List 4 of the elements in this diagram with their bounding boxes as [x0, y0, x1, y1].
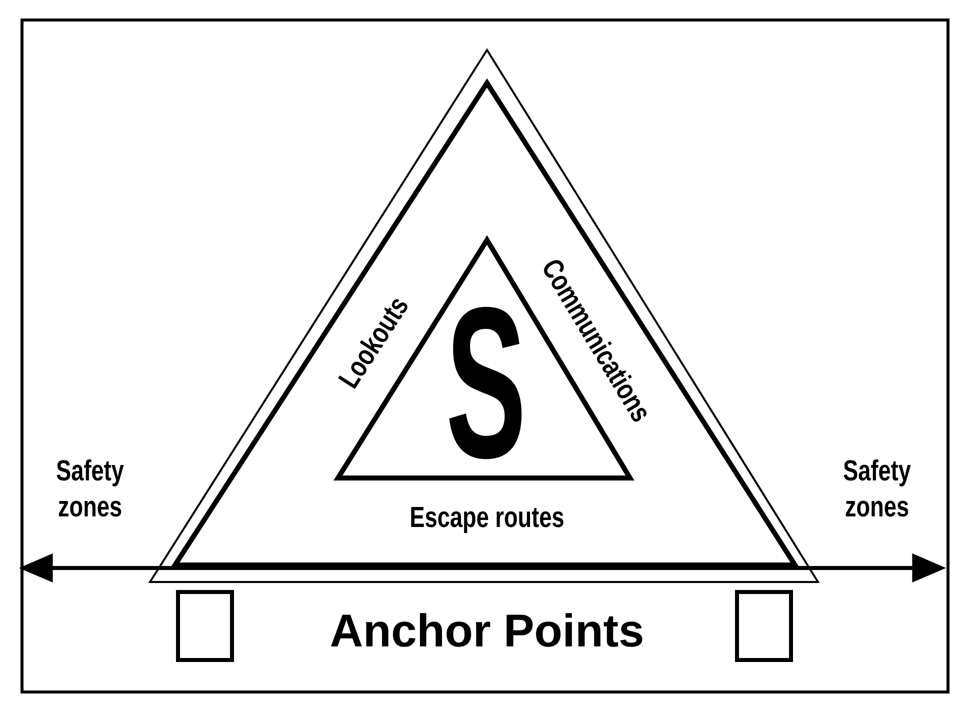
zone-label: Safety zones [56, 459, 124, 517]
zone-label: Safety zones [844, 459, 911, 517]
anchor-label: Anchor Points [330, 613, 642, 647]
triangle-label: Escape routes [411, 507, 564, 533]
